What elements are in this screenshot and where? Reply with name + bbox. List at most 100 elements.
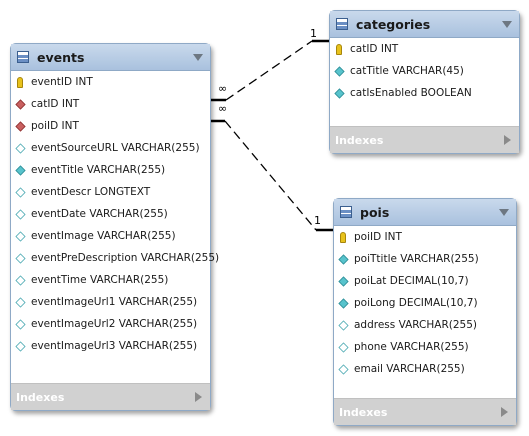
primary-key-icon xyxy=(336,43,342,55)
not-null-column-icon xyxy=(15,164,26,176)
not-null-column-icon xyxy=(334,65,345,77)
column-label: eventTitle VARCHAR(255) xyxy=(31,164,166,176)
primary-key-icon xyxy=(340,231,346,243)
cardinality-one-pois: 1 xyxy=(314,214,321,227)
column-label: poiLong DECIMAL(10,7) xyxy=(354,297,478,309)
column-label: poiLat DECIMAL(10,7) xyxy=(354,275,469,287)
cardinality-one-categories: 1 xyxy=(310,27,317,40)
table-categories[interactable]: categories catID INT catTitle VARCHAR(45)… xyxy=(329,10,520,154)
expand-arrow-icon[interactable] xyxy=(501,407,508,417)
column-row[interactable]: eventImageUrl1 VARCHAR(255) xyxy=(11,291,210,313)
table-pois[interactable]: pois poiID INT poiTtitle VARCHAR(255) poiL… xyxy=(333,198,517,426)
foreign-key-icon xyxy=(15,120,26,132)
column-label: eventImageUrl3 VARCHAR(255) xyxy=(31,340,198,352)
indexes-label: Indexes xyxy=(16,390,65,404)
column-row[interactable]: poiLong DECIMAL(10,7) xyxy=(334,292,516,314)
column-label: eventID INT xyxy=(31,76,93,88)
dropdown-arrow-icon[interactable] xyxy=(502,21,512,28)
column-label: email VARCHAR(255) xyxy=(354,363,465,375)
dropdown-arrow-icon[interactable] xyxy=(193,54,203,61)
column-label: eventSourceURL VARCHAR(255) xyxy=(31,142,200,154)
column-row[interactable]: address VARCHAR(255) xyxy=(334,314,516,336)
table-header[interactable]: events xyxy=(11,44,210,71)
column-label: catIsEnabled BOOLEAN xyxy=(350,87,472,99)
column-row[interactable]: eventImageUrl2 VARCHAR(255) xyxy=(11,313,210,335)
column-row[interactable]: catID INT xyxy=(330,38,519,60)
table-title: events xyxy=(37,49,85,65)
indexes-section[interactable]: Indexes xyxy=(11,383,210,410)
cardinality-many-pois: ∞ xyxy=(218,102,227,115)
column-list: eventID INT catID INT poiID INT eventSource… xyxy=(11,71,219,357)
primary-key-icon xyxy=(17,76,23,88)
dropdown-arrow-icon[interactable] xyxy=(499,209,509,216)
cardinality-many-categories: ∞ xyxy=(218,82,227,95)
column-label: phone VARCHAR(255) xyxy=(354,341,469,353)
column-row[interactable]: phone VARCHAR(255) xyxy=(334,336,516,358)
nullable-column-icon xyxy=(15,230,26,242)
column-row[interactable]: eventID INT xyxy=(11,71,210,93)
table-icon xyxy=(17,51,29,63)
table-header[interactable]: pois xyxy=(334,199,516,226)
relationship-events-categories[interactable]: ∞ 1 xyxy=(209,27,329,102)
column-label: poiTtitle VARCHAR(255) xyxy=(354,253,479,265)
column-label: eventDate VARCHAR(255) xyxy=(31,208,168,220)
table-title: categories xyxy=(356,16,431,32)
column-row[interactable]: poiTtitle VARCHAR(255) xyxy=(334,248,516,270)
column-list: catID INT catTitle VARCHAR(45) catIsEnable… xyxy=(330,38,519,104)
column-label: catID INT xyxy=(350,43,399,55)
nullable-column-icon xyxy=(15,252,26,264)
column-row[interactable]: catTitle VARCHAR(45) xyxy=(330,60,519,82)
column-label: eventPreDescription VARCHAR(255) xyxy=(31,252,220,264)
not-null-column-icon xyxy=(338,253,349,265)
table-icon xyxy=(336,18,348,30)
indexes-label: Indexes xyxy=(335,133,384,147)
not-null-column-icon xyxy=(338,275,349,287)
column-row[interactable]: eventDate VARCHAR(255) xyxy=(11,203,210,225)
column-label: poiID INT xyxy=(354,231,402,243)
column-row[interactable]: poiID INT xyxy=(334,226,516,248)
nullable-column-icon xyxy=(338,363,349,375)
nullable-column-icon xyxy=(15,340,26,352)
column-label: poiID INT xyxy=(31,120,79,132)
table-title: pois xyxy=(360,204,390,220)
expand-arrow-icon[interactable] xyxy=(195,392,202,402)
column-row[interactable]: eventPreDescription VARCHAR(255) xyxy=(11,247,219,269)
indexes-section[interactable]: Indexes xyxy=(334,398,516,425)
table-header[interactable]: categories xyxy=(330,11,519,38)
column-row[interactable]: eventDescr LONGTEXT xyxy=(11,181,210,203)
column-row[interactable]: eventTime VARCHAR(255) xyxy=(11,269,210,291)
nullable-column-icon xyxy=(15,208,26,220)
nullable-column-icon xyxy=(15,296,26,308)
column-label: catID INT xyxy=(31,98,80,110)
nullable-column-icon xyxy=(15,274,26,286)
indexes-section[interactable]: Indexes xyxy=(330,126,519,153)
column-row[interactable]: poiID INT xyxy=(11,115,210,137)
nullable-column-icon xyxy=(15,142,26,154)
column-row[interactable]: eventTitle VARCHAR(255) xyxy=(11,159,210,181)
column-list: poiID INT poiTtitle VARCHAR(255) poiLat DE… xyxy=(334,226,516,380)
indexes-label: Indexes xyxy=(339,405,388,419)
column-label: address VARCHAR(255) xyxy=(354,319,477,331)
column-row[interactable]: email VARCHAR(255) xyxy=(334,358,516,380)
column-row[interactable]: catID INT xyxy=(11,93,210,115)
nullable-column-icon xyxy=(338,319,349,331)
column-row[interactable]: eventSourceURL VARCHAR(255) xyxy=(11,137,210,159)
column-row[interactable]: poiLat DECIMAL(10,7) xyxy=(334,270,516,292)
column-row[interactable]: eventImageUrl3 VARCHAR(255) xyxy=(11,335,210,357)
column-label: eventTime VARCHAR(255) xyxy=(31,274,169,286)
column-row[interactable]: catIsEnabled BOOLEAN xyxy=(330,82,519,104)
not-null-column-icon xyxy=(334,87,345,99)
foreign-key-icon xyxy=(15,98,26,110)
expand-arrow-icon[interactable] xyxy=(504,135,511,145)
not-null-column-icon xyxy=(338,297,349,309)
nullable-column-icon xyxy=(15,318,26,330)
column-label: eventImage VARCHAR(255) xyxy=(31,230,176,242)
column-row[interactable]: eventImage VARCHAR(255) xyxy=(11,225,210,247)
column-label: eventImageUrl2 VARCHAR(255) xyxy=(31,318,198,330)
column-label: catTitle VARCHAR(45) xyxy=(350,65,464,77)
relationship-events-pois[interactable]: ∞ 1 xyxy=(209,102,333,232)
table-icon xyxy=(340,206,352,218)
nullable-column-icon xyxy=(338,341,349,353)
